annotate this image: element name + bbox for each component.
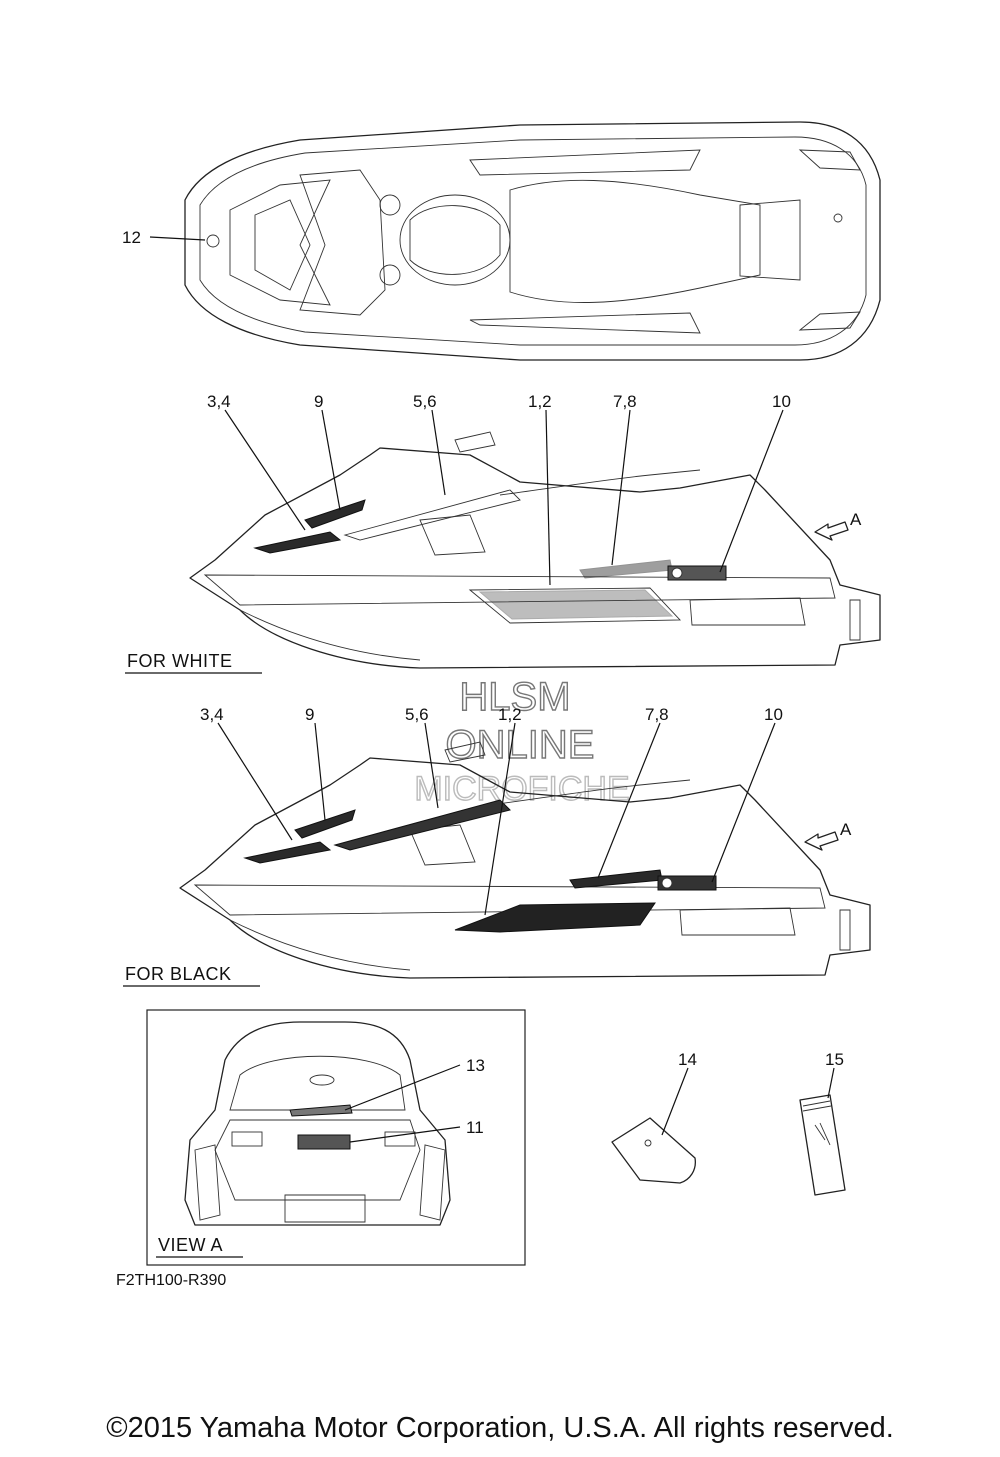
callout-10: 10: [764, 705, 783, 724]
callout-5-6: 5,6: [405, 705, 429, 724]
white-view-leaders: [224, 409, 784, 586]
part-15-card: [799, 1094, 846, 1196]
leader-line: [344, 1064, 461, 1111]
side-view-white-watercraft: [189, 431, 881, 669]
arrow-a-label: A: [840, 820, 852, 839]
callout-5-6: 5,6: [413, 392, 437, 411]
callout-14: 14: [678, 1050, 697, 1069]
callout-7-8: 7,8: [645, 705, 669, 724]
callout-1-2: 1,2: [528, 392, 552, 411]
callout-7-8: 7,8: [613, 392, 637, 411]
svg-text:HLSM: HLSM: [459, 675, 570, 719]
copyright-notice: ©2015 Yamaha Motor Corporation, U.S.A. A…: [106, 1412, 894, 1444]
leader-line: [827, 1067, 835, 1099]
for-white-label: FOR WHITE: [127, 651, 233, 671]
callout-13: 13: [466, 1056, 485, 1075]
callout-1-2: 1,2: [498, 705, 522, 724]
rear-view-watercraft: [184, 1021, 451, 1226]
callout-3-4: 3,4: [207, 392, 231, 411]
callout-3-4: 3,4: [200, 705, 224, 724]
leader-line: [149, 236, 206, 241]
svg-text:ONLINE: ONLINE: [446, 723, 595, 767]
for-black-label: FOR BLACK: [125, 964, 232, 984]
view-a-frame: [146, 1009, 526, 1266]
callout-10: 10: [772, 392, 791, 411]
callout-12: 12: [122, 228, 141, 247]
callout-9: 9: [314, 392, 323, 411]
arrow-a-label: A: [850, 510, 862, 529]
leader-line: [661, 1067, 689, 1136]
callout-9: 9: [305, 705, 314, 724]
view-a-arrow: [804, 831, 839, 851]
side-view-black-watercraft: [179, 741, 871, 979]
leader-line: [349, 1126, 461, 1143]
svg-text:MICROFICHE: MICROFICHE: [414, 770, 629, 808]
watermark: HLSM ONLINE MICROFICHE: [414, 674, 631, 808]
diagram-code: F2TH100-R390: [116, 1272, 226, 1289]
top-view-watercraft: [184, 121, 881, 361]
callout-11: 11: [466, 1118, 484, 1137]
part-14-pouch: [611, 1117, 696, 1184]
view-a-label: VIEW A: [158, 1235, 223, 1255]
black-view-leaders: [217, 722, 776, 916]
callout-15: 15: [825, 1050, 844, 1069]
view-a-arrow: [814, 521, 849, 541]
